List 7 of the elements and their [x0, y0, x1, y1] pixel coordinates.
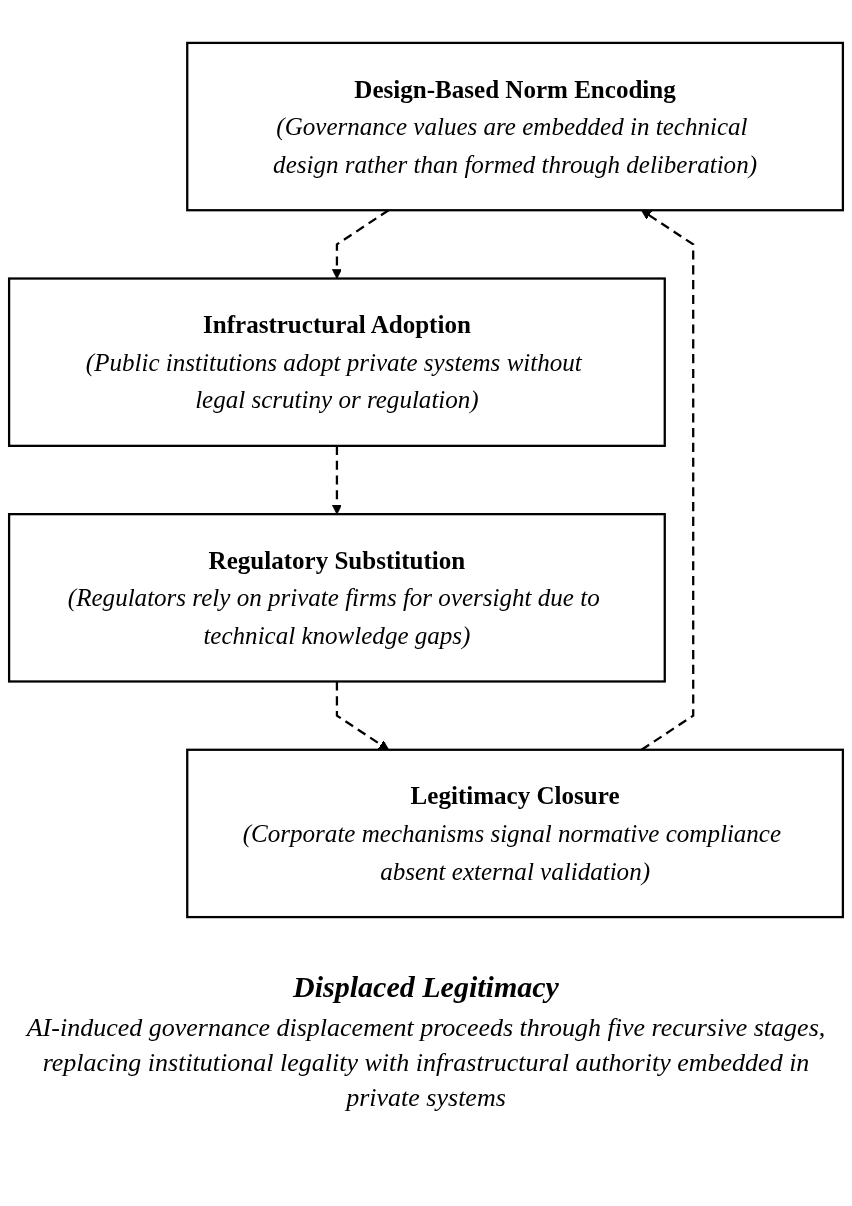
node-box: Design-Based Norm Encoding (Governance values are embedded in technical design rather than formed through deliberation)	[186, 41, 845, 212]
diagram-title: Displaced Legitimacy	[293, 970, 559, 1004]
node-box: Infrastructural Adoption (Public institutions adopt private systems without legal scrutiny or regulation)	[7, 277, 666, 447]
node-box: Legitimacy Closure (Corporate mechanisms signal normative compliance absent external validation)	[186, 748, 845, 919]
node-box: Regulatory Substitution (Regulators rely on private firms for oversight due to technical knowledge gaps)	[7, 513, 666, 683]
arrow	[331, 445, 342, 515]
caption: AI-induced governance displacement proceeds through five recursive stages, replacing institutional legality with infrastructural authority embedded in private systems	[26, 1012, 826, 1115]
